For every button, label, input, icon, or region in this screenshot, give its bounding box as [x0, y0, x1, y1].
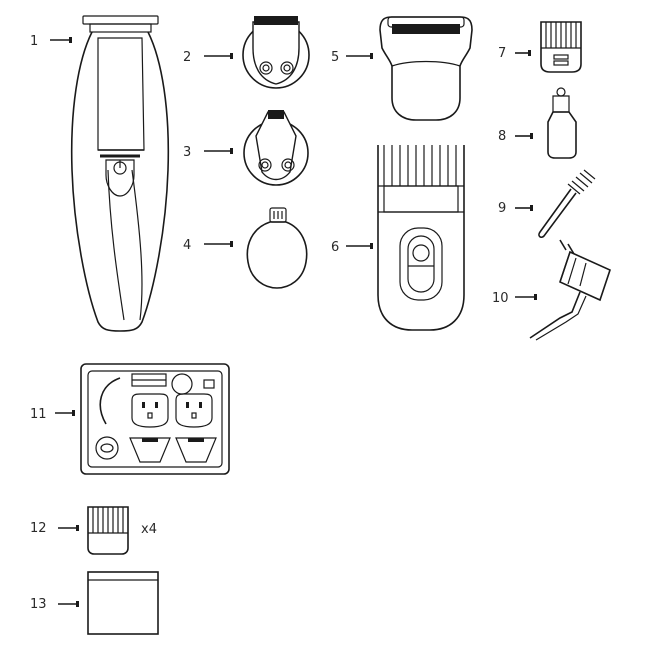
callout-9: 9 [498, 201, 533, 216]
callout-3: 3 [183, 145, 233, 160]
label-11: 11 [30, 407, 47, 422]
attachment-4 [246, 207, 308, 289]
power-adapter [529, 239, 611, 341]
trimmer-body [70, 15, 170, 332]
quantity-note: x4 [141, 522, 157, 537]
label-13: 13 [30, 597, 47, 612]
attachment-5 [379, 16, 473, 121]
storage-case [80, 363, 230, 475]
label-12: 12 [30, 521, 47, 536]
cleaning-brush [538, 169, 596, 238]
callout-12: 12 [30, 521, 79, 536]
callout-11: 11 [30, 407, 75, 422]
label-4: 4 [183, 238, 191, 253]
label-7: 7 [498, 46, 506, 61]
callout-8: 8 [498, 129, 533, 144]
attachment-7 [540, 21, 582, 73]
attachment-6 [377, 145, 465, 331]
label-2: 2 [183, 50, 191, 65]
label-3: 3 [183, 145, 191, 160]
storage-pouch [87, 571, 159, 635]
callout-10: 10 [492, 291, 537, 306]
label-10: 10 [492, 291, 509, 306]
callout-2: 2 [183, 50, 233, 65]
label-8: 8 [498, 129, 506, 144]
callout-5: 5 [331, 50, 373, 65]
callout-7: 7 [498, 46, 531, 61]
callout-4: 4 [183, 238, 233, 253]
oil-bottle [547, 87, 577, 159]
attachment-2 [242, 16, 310, 89]
callout-6: 6 [331, 240, 373, 255]
label-5: 5 [331, 50, 339, 65]
callout-13: 13 [30, 597, 79, 612]
label-6: 6 [331, 240, 339, 255]
label-9: 9 [498, 201, 506, 216]
guide-comb: x4 [87, 506, 157, 555]
label-1: 1 [30, 34, 38, 49]
callout-1: 1 [30, 34, 72, 49]
attachment-3 [243, 110, 309, 186]
